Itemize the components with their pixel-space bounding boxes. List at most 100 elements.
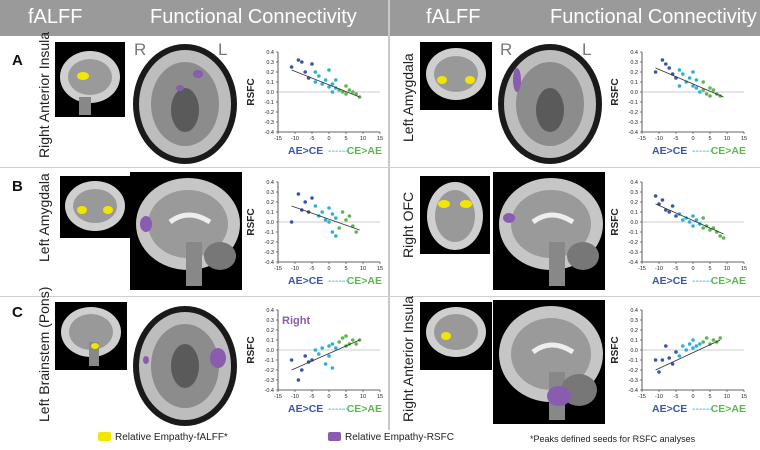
header-bar-left: fALFF Functional Connectivity [0,0,388,36]
y-tick-label: -0.2 [265,110,274,116]
data-point [313,80,318,84]
y-tick-label: 0.3 [630,60,638,66]
data-point [344,218,348,222]
y-tick-label: -0.2 [629,368,638,374]
data-point [320,82,324,86]
data-point [667,356,671,360]
data-point [681,218,685,222]
y-tick-label: -0.4 [629,130,638,136]
x-tick-label: -15 [638,394,646,400]
data-point [653,358,658,362]
data-point [691,338,695,342]
y-tick-label: -0.3 [265,250,274,256]
data-point [323,218,328,222]
y-tick-label: 0.1 [266,338,274,344]
data-point [701,216,705,220]
region-label: Right Anterior Insula [400,295,416,422]
coronal-brain-thumbnail [420,42,492,110]
y-tick-label: 0.0 [266,348,274,354]
data-point [687,342,692,346]
sagittal-brain-image [493,300,605,424]
x-tick-label: -10 [655,266,663,272]
data-point [340,90,345,94]
y-tick-label: -0.1 [265,100,274,106]
x-label-separator: ------ [692,403,713,415]
regression-line [655,67,724,98]
sagittal-brain-image [493,172,605,290]
y-tick-label: 0.0 [266,220,274,226]
legend-label: Relative Empathy-RSFC [345,432,454,443]
data-point [317,352,321,356]
data-point [347,214,352,218]
data-point [718,336,722,340]
header-functional-connectivity: Functional Connectivity [550,6,757,28]
data-point [340,336,345,340]
y-tick-label: -0.2 [265,240,274,246]
x-label-ce: CE>AE [347,403,382,415]
y-tick-label: 0.2 [266,328,274,334]
y-tick-label: -0.2 [629,110,638,116]
data-point [694,78,699,82]
row-letter-c: C [12,304,23,321]
y-tick-label: 0.0 [630,220,638,226]
y-tick-label: -0.3 [265,120,274,126]
x-tick-label: 5 [708,266,711,272]
x-tick-label: -10 [291,394,299,400]
x-tick-label: 0 [691,266,694,272]
y-axis-label: RSFC [246,78,257,105]
regression-line [655,339,721,371]
x-tick-label: -5 [674,266,679,272]
y-tick-label: 0.1 [266,80,274,86]
x-tick-label: 10 [360,394,366,400]
data-point [653,194,658,198]
data-point [691,84,695,88]
x-tick-label: 15 [741,394,747,400]
header-functional-connectivity: Functional Connectivity [150,6,357,28]
data-point [300,368,304,372]
data-point [664,62,668,66]
data-point [691,346,695,350]
x-tick-label: 15 [741,266,747,272]
y-tick-label: 0.3 [266,318,274,324]
y-tick-label: -0.4 [629,260,638,266]
data-point [701,340,705,344]
data-point [340,210,345,214]
data-point [296,378,301,382]
data-point [313,348,318,352]
data-point [670,362,675,366]
data-point [347,88,352,92]
data-point [681,72,685,76]
y-tick-label: 0.0 [266,90,274,96]
regression-line [291,205,360,231]
y-tick-label: 0.0 [630,90,638,96]
region-label: Left Amygdala [400,53,416,142]
data-point [670,204,675,208]
x-label-ae: AE>CE [652,145,687,157]
x-tick-label: 0 [691,136,694,142]
y-tick-label: 0.2 [266,200,274,206]
data-point [660,198,665,202]
x-label-ae: AE>CE [288,403,323,415]
data-point [681,344,685,348]
region-label: Right OFC [400,191,416,258]
data-point [691,70,695,74]
data-point [344,92,348,96]
y-tick-label: 0.4 [266,308,274,314]
data-point [351,90,355,94]
x-tick-label: 10 [724,266,730,272]
y-tick-label: 0.4 [630,308,638,314]
orientation-r: R [500,40,513,59]
x-tick-label: 5 [344,394,347,400]
chart-annotation: Right [282,315,310,327]
axial-brain-image [133,306,237,426]
data-point [296,192,301,196]
y-tick-label: -0.4 [629,388,638,394]
x-tick-label: -5 [310,394,315,400]
y-tick-label: -0.3 [265,378,274,384]
x-label-separator: ------ [328,403,349,415]
